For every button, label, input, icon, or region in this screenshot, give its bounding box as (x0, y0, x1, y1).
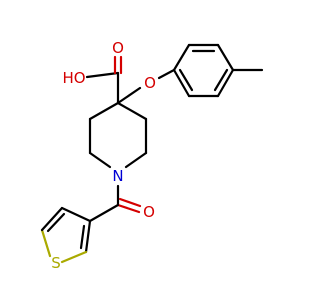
molecule-structure: HO O O N O S (40, 39, 264, 272)
bond-th5-th4 (40, 206, 64, 232)
bond-c5-c4 (116, 101, 148, 121)
bond-ar-inner-3 (178, 68, 194, 92)
bond-th4-th3 (60, 206, 92, 223)
bond-th3-th2 (84, 219, 92, 254)
bond-s-th5 (40, 228, 52, 258)
bond-camide-o-a (116, 203, 141, 214)
bond-th-inner-2 (46, 212, 66, 233)
atom-label-o-acid: O (112, 39, 124, 57)
bond-oether-caryl (157, 68, 176, 80)
bond-ar3-ar4 (216, 43, 235, 72)
atom-label-n-ring: N (112, 167, 123, 185)
bond-cacid-oh (85, 71, 120, 79)
atom-label-s-thiophene: S (51, 254, 61, 272)
atom-label-o-amide: O (143, 203, 155, 221)
bond-th2-s (60, 250, 88, 264)
bond-camide-o-b (118, 197, 142, 208)
bond-c4-oether (116, 86, 142, 105)
bond-c4-c3 (88, 101, 120, 121)
atom-label-o-ether: O (144, 74, 156, 92)
bond-c2-n (88, 151, 112, 169)
bond-ar1-ar2 (172, 43, 191, 72)
bond-n-c6 (124, 151, 148, 169)
bond-ar-inner-2 (213, 68, 229, 92)
bond-camide-cthio (88, 203, 120, 223)
bond-ar6-ar1 (172, 68, 191, 98)
bond-ar4-ar5 (216, 68, 235, 98)
atom-label-oh: HO (62, 69, 85, 87)
bond-th-inner-1 (79, 224, 86, 250)
